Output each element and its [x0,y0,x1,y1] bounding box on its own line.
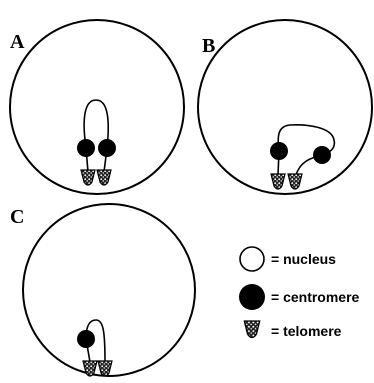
legend-telomere-icon [244,321,259,338]
panel-label-b: B [202,35,215,57]
centromere-c [77,330,95,348]
legend-centromere-label: = centromere [271,289,360,305]
nucleus-a [10,20,184,194]
legend-telomere-label: = telomere [271,323,342,339]
centromere-a-right [98,139,116,157]
nucleus-b [198,20,372,194]
panel-label-a: A [10,31,25,53]
panel-b: B [198,20,372,194]
nucleus-c [23,204,195,376]
legend-nucleus-label: = nucleus [271,251,336,267]
legend-centromere-icon [239,284,265,310]
panel-a: A [10,20,184,194]
legend-nucleus-icon [240,247,264,271]
panel-label-c: C [10,206,24,228]
centromere-b-left [270,142,288,160]
centromere-a-left [77,139,95,157]
centromere-b-right [313,146,331,164]
legend: = nucleus = centromere = telomere [239,247,360,339]
panel-c: C [10,204,195,376]
